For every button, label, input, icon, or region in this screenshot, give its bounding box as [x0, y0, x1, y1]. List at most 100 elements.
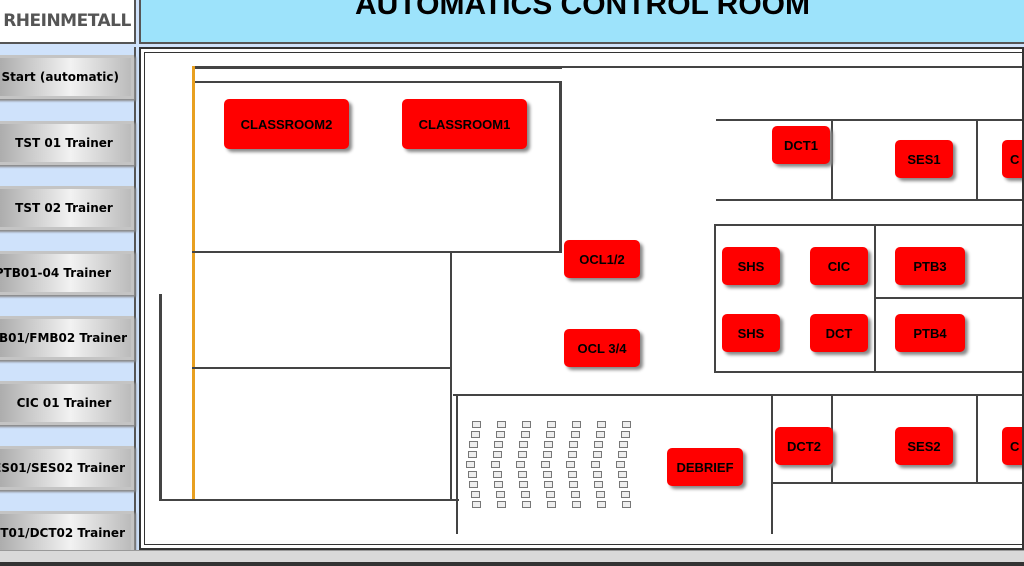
seat [470, 431, 480, 438]
wall [192, 367, 452, 369]
floor-plan: CLASSROOM2 CLASSROOM1 DCT1 SES1 C OCL1/2… [139, 47, 1024, 550]
seat [497, 421, 506, 428]
fmb-trainer-button[interactable]: FMB01/FMB02 Trainer [0, 316, 134, 360]
seat [597, 421, 606, 428]
wall [159, 294, 162, 501]
room-dct1[interactable]: DCT1 [772, 126, 830, 164]
seat [495, 491, 505, 498]
seat [572, 421, 581, 428]
cic01-trainer-button[interactable]: CIC 01 Trainer [0, 381, 134, 425]
room-c-bottom[interactable]: C [1002, 427, 1022, 465]
seat [547, 421, 556, 428]
wall [559, 66, 1022, 68]
room-ses2[interactable]: SES2 [895, 427, 953, 465]
seat [595, 491, 605, 498]
room-classroom1[interactable]: CLASSROOM1 [402, 99, 527, 149]
seat [469, 481, 478, 488]
seat [597, 501, 606, 508]
room-dct2[interactable]: DCT2 [775, 427, 833, 465]
seat [547, 501, 556, 508]
room-cic[interactable]: CIC [810, 247, 868, 285]
wall [192, 251, 562, 253]
room-ocl12[interactable]: OCL1/2 [564, 240, 640, 278]
seat [467, 451, 477, 458]
mtc-start-button[interactable]: MTC Start (automatic) [0, 55, 134, 99]
seat [519, 441, 528, 448]
wall [456, 394, 458, 534]
logo-text: RHEINMETALL [3, 11, 131, 31]
status-strip [0, 550, 1024, 566]
room-dct[interactable]: DCT [810, 314, 868, 352]
seat [542, 471, 552, 478]
seat [569, 481, 578, 488]
seat [619, 441, 628, 448]
ptb-trainer-button[interactable]: PTB01-04 Trainer [0, 251, 134, 295]
page-title: AUTOMATICS CONTROL ROOM [355, 0, 810, 21]
wall [976, 394, 978, 484]
seat [517, 451, 527, 458]
seat [572, 501, 581, 508]
seat [470, 491, 480, 498]
room-shs-2[interactable]: SHS [722, 314, 780, 352]
seat [594, 441, 603, 448]
seat [592, 471, 602, 478]
room-ocl34[interactable]: OCL 3/4 [564, 329, 640, 367]
seat [569, 441, 578, 448]
seat [622, 421, 631, 428]
room-classroom2[interactable]: CLASSROOM2 [224, 99, 349, 149]
seat [494, 481, 503, 488]
seat [617, 471, 627, 478]
room-ptb3[interactable]: PTB3 [895, 247, 965, 285]
seat [522, 501, 531, 508]
wall [192, 66, 562, 69]
seat [542, 451, 552, 458]
seat [541, 461, 550, 468]
seat [622, 501, 631, 508]
wall [453, 394, 773, 396]
wall [192, 81, 562, 83]
wall [192, 66, 195, 501]
rheinmetall-logo: RHEINMETALL [0, 0, 136, 44]
tst02-trainer-button[interactable]: TST 02 Trainer [0, 186, 134, 230]
wall [714, 371, 1022, 373]
seat [491, 461, 500, 468]
wall [831, 119, 833, 201]
seat [522, 421, 531, 428]
seat [544, 481, 553, 488]
seat [620, 431, 630, 438]
seat [567, 471, 577, 478]
seat [516, 461, 525, 468]
seat [472, 421, 481, 428]
dct-trainer-button[interactable]: DCT01/DCT02 Trainer [0, 511, 134, 555]
seat [595, 431, 605, 438]
seat [494, 441, 503, 448]
ses-trainer-button[interactable]: SES01/SES02 Trainer [0, 446, 134, 490]
seat [466, 461, 475, 468]
seat [570, 491, 580, 498]
seat [591, 461, 600, 468]
seat [570, 431, 580, 438]
seat [545, 491, 555, 498]
tst01-trainer-button[interactable]: TST 01 Trainer [0, 121, 134, 165]
wall [559, 81, 562, 251]
wall [773, 394, 1022, 396]
room-shs-1[interactable]: SHS [722, 247, 780, 285]
seat [492, 471, 502, 478]
room-ptb4[interactable]: PTB4 [895, 314, 965, 352]
wall [714, 224, 716, 372]
seat [520, 491, 530, 498]
seat [620, 491, 630, 498]
room-c-top[interactable]: C [1002, 140, 1022, 178]
seat [617, 451, 627, 458]
wall [159, 499, 459, 501]
room-ses1[interactable]: SES1 [895, 140, 953, 178]
wall [714, 224, 1022, 226]
wall [716, 199, 1022, 201]
seat [567, 451, 577, 458]
sidebar: MTC Start (automatic) TST 01 Trainer TST… [0, 47, 136, 555]
seat [467, 471, 477, 478]
seat [616, 461, 625, 468]
seat [492, 451, 502, 458]
seat [469, 441, 478, 448]
room-debrief[interactable]: DEBRIEF [667, 448, 743, 486]
